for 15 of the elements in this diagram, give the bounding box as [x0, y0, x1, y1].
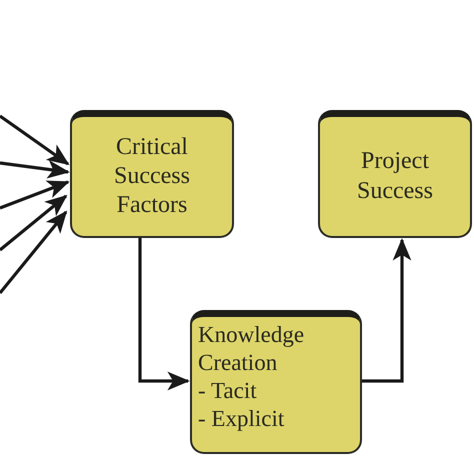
- box-label: Critical Success Factors: [113, 132, 191, 220]
- arrow: [138, 238, 190, 390]
- process-box: [190, 310, 362, 454]
- arrow: [362, 238, 412, 383]
- arrow: [0, 210, 68, 294]
- box-label: - Tacit: [198, 377, 257, 406]
- arrow: [0, 180, 70, 210]
- arrow: [0, 160, 70, 179]
- process-box: [318, 110, 472, 238]
- box-label: Knowledge Creation: [198, 321, 306, 378]
- arrow: [0, 194, 68, 252]
- process-box: [70, 110, 234, 238]
- box-label: Project Success: [356, 147, 434, 206]
- arrow: [0, 114, 70, 166]
- box-label: - Explicit: [198, 405, 284, 434]
